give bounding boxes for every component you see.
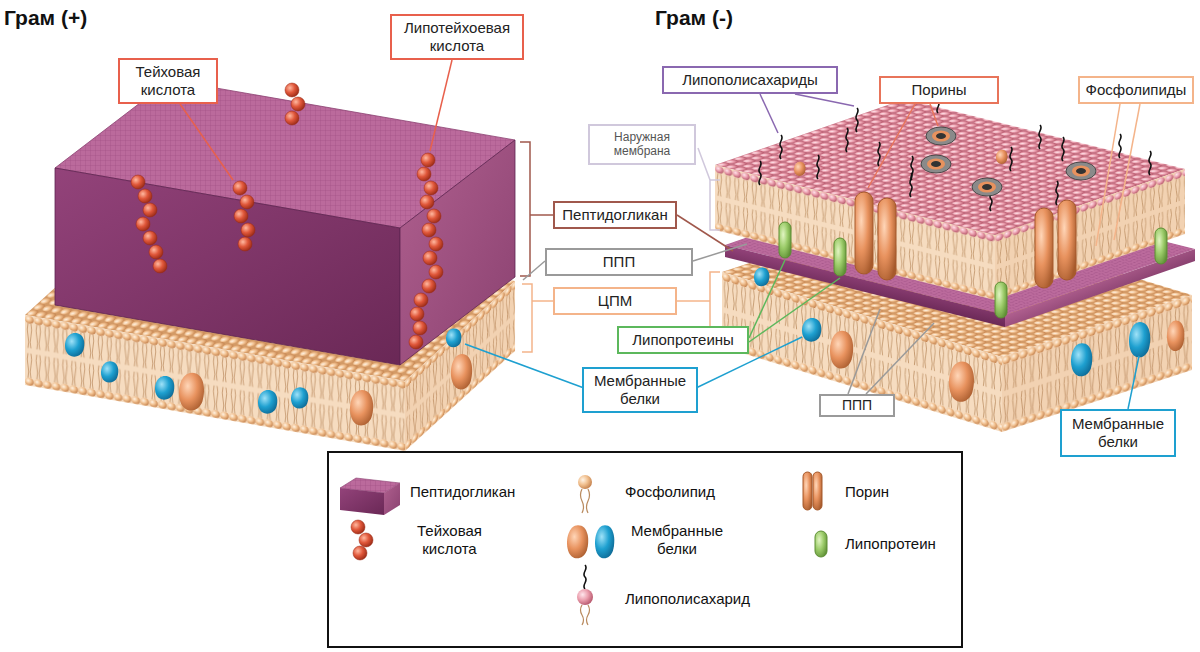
legend-label: Порин	[845, 483, 889, 501]
callout-text: Тейховая кислота	[126, 63, 210, 99]
panel-heading: Грам (-)	[655, 6, 733, 30]
legend-label: Липопротеин	[845, 535, 936, 553]
callout-text: Липотейхоевая кислота	[398, 19, 516, 55]
callout-text: Мембранные белки	[590, 372, 690, 408]
callout-box: ЦПМ	[553, 287, 677, 315]
lipoproteins	[779, 222, 1167, 318]
callout-box: ППП	[819, 394, 895, 417]
callout-box: Липопротеины	[617, 326, 749, 354]
callout-box: Наружная мембрана	[588, 124, 696, 165]
legend-label: Фосфолипид	[625, 483, 715, 501]
panel-heading: Грам (+)	[4, 6, 87, 30]
teichoic-acid-chains	[131, 83, 443, 349]
legend-label: Пептидогликан	[410, 483, 515, 501]
legend-frame	[328, 452, 962, 647]
callout-text: Наружная мембрана	[596, 130, 688, 159]
membrane-proteins	[65, 328, 472, 425]
callout-box: Фосфолипиды	[1078, 76, 1195, 104]
callout-text: Липополисахариды	[670, 71, 830, 89]
callout-box: Липополисахариды	[662, 66, 838, 94]
callout-text: Фосфолипиды	[1086, 81, 1187, 99]
callout-box: Порины	[879, 76, 999, 104]
callout-text: ППП	[827, 397, 887, 414]
callout-box: Пептидогликан	[553, 201, 677, 229]
porins	[794, 127, 1096, 288]
callout-box: Липотейхоевая кислота	[390, 14, 524, 60]
callout-text: Порины	[887, 81, 991, 99]
callout-box: ППП	[545, 248, 693, 276]
callout-text: ППП	[553, 253, 685, 271]
legend-label: Тейховая кислота	[402, 522, 497, 558]
legend-label: Мембранные белки	[622, 522, 732, 558]
callout-box: Тейховая кислота	[118, 58, 218, 104]
callout-text: Пептидогликан	[561, 206, 669, 224]
legend-icons	[340, 472, 827, 625]
callout-text: ЦПМ	[561, 292, 669, 310]
gram-positive-peptidoglycan	[55, 80, 515, 365]
lipopolysaccharides	[759, 89, 1151, 211]
callout-box: Мембранные белки	[1060, 409, 1176, 457]
callout-text: Липопротеины	[625, 331, 741, 349]
gram-negative-outer-membrane	[715, 99, 1185, 300]
leader-lines	[180, 60, 1140, 409]
callout-box: Мембранные белки	[582, 367, 698, 413]
legend-label: Липополисахарид	[625, 590, 750, 608]
callout-text: Мембранные белки	[1068, 415, 1168, 451]
